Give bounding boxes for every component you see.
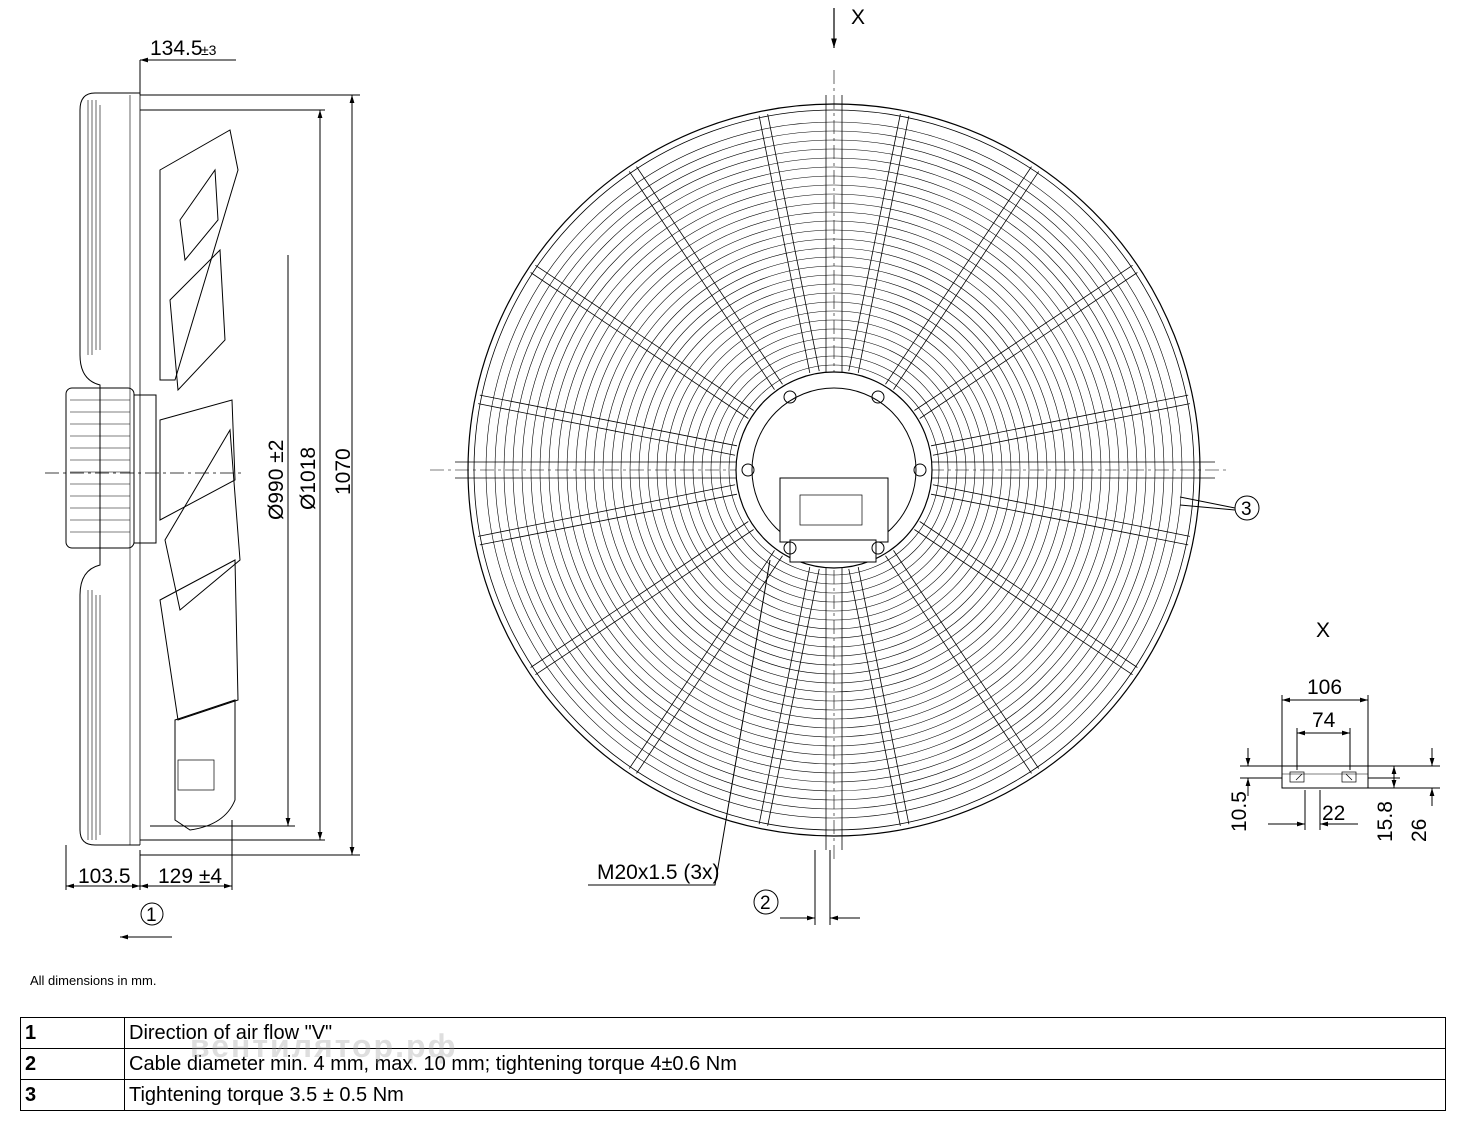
legend-text: Tightening torque 3.5 ± 0.5 Nm xyxy=(124,1079,1446,1111)
guard-spoke xyxy=(758,115,811,374)
dim-d990: Ø990 ±2 xyxy=(265,440,288,520)
dim-74: 74 xyxy=(1312,709,1336,732)
front-annotations xyxy=(588,495,1260,925)
thread-label: M20x1.5 (3x) xyxy=(597,861,720,884)
fan-drawing: 134.5 ±3 Ø990 ±2 Ø1018 1070 103.5 129 ±4… xyxy=(45,6,1440,940)
guard-spoke xyxy=(930,394,1189,447)
guard-spoke xyxy=(848,568,901,826)
guard-spoke xyxy=(535,264,754,411)
dim-129: 129 ±4 xyxy=(158,865,222,888)
guard-spoke xyxy=(857,566,910,825)
side-view-dimensions xyxy=(65,57,360,940)
dim-134-5: 134.5 xyxy=(150,37,203,60)
guard-spoke xyxy=(914,264,1133,411)
guard-spoke xyxy=(628,171,775,390)
dim-22: 22 xyxy=(1322,802,1345,825)
legend-num: 1 xyxy=(20,1017,125,1049)
guard-spoke xyxy=(535,529,754,676)
guard-spoke xyxy=(530,521,749,668)
guard-spoke xyxy=(479,493,738,546)
front-view xyxy=(430,70,1230,860)
guard-spoke xyxy=(767,114,820,372)
dim-26: 26 xyxy=(1408,819,1431,842)
legend-text: Direction of air flow "V" xyxy=(124,1017,1446,1049)
detail-x xyxy=(1240,695,1440,830)
dim-106: 106 xyxy=(1307,676,1342,699)
dim-10-5: 10.5 xyxy=(1228,791,1251,832)
guard-spoke xyxy=(478,403,736,456)
guard-spoke xyxy=(914,529,1133,676)
guard-spoke xyxy=(530,272,749,419)
legend-text: Cable diameter min. 4 mm, max. 10 mm; ti… xyxy=(124,1048,1446,1080)
guard-spoke xyxy=(932,403,1190,456)
callout-2: 2 xyxy=(760,893,771,914)
guard-spoke xyxy=(857,115,910,374)
side-view xyxy=(45,92,245,846)
guard-spoke xyxy=(848,114,901,372)
guard-spoke xyxy=(885,555,1032,774)
dim-15-8: 15.8 xyxy=(1374,801,1397,842)
dim-1070: 1070 xyxy=(332,448,355,495)
guard-spoke xyxy=(758,566,811,825)
guard-spoke xyxy=(932,484,1190,537)
guard-spoke xyxy=(628,550,775,769)
section-label-x: X xyxy=(851,6,865,29)
units-note: All dimensions in mm. xyxy=(30,973,157,988)
dim-134-5-tol: ±3 xyxy=(201,42,217,58)
guard-spoke xyxy=(893,550,1040,769)
detail-title-x: X xyxy=(1316,619,1330,642)
guard-spoke xyxy=(636,166,783,385)
guard-spoke xyxy=(479,394,738,447)
guard-spoke xyxy=(767,568,820,826)
guard-spoke xyxy=(885,166,1032,385)
callout-3: 3 xyxy=(1241,499,1252,520)
guard-spoke xyxy=(893,171,1040,390)
guard-spoke xyxy=(930,493,1189,546)
guard-spoke xyxy=(919,521,1138,668)
legend-row: 2 Cable diameter min. 4 mm, max. 10 mm; … xyxy=(20,1048,1446,1080)
legend-row: 3 Tightening torque 3.5 ± 0.5 Nm xyxy=(20,1079,1446,1111)
callout-1: 1 xyxy=(146,905,157,926)
legend-num: 3 xyxy=(20,1079,125,1111)
guard-spoke xyxy=(636,555,783,774)
dim-103-5: 103.5 xyxy=(78,865,131,888)
guard-spoke xyxy=(478,484,736,537)
legend-num: 2 xyxy=(20,1048,125,1080)
legend-row: 1 Direction of air flow "V" xyxy=(20,1017,1446,1049)
dim-d1018: Ø1018 xyxy=(297,447,320,510)
legend-table: 1 Direction of air flow "V" 2 Cable diam… xyxy=(20,1017,1446,1111)
guard-spoke xyxy=(919,272,1138,419)
